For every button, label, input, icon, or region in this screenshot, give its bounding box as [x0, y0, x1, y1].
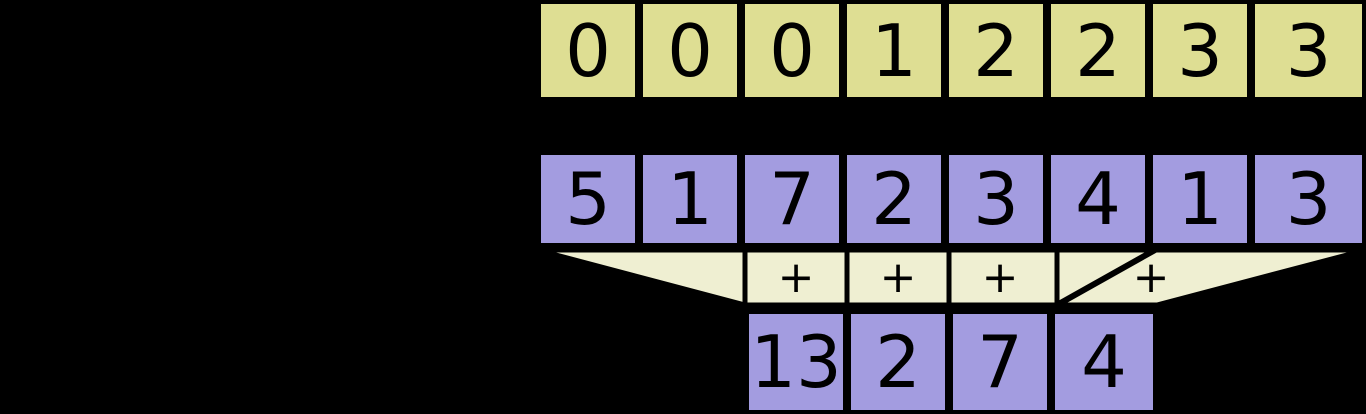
plus-operator-2: + [981, 251, 1019, 303]
flag-cell-6: 3 [1149, 0, 1251, 101]
flag-cell-0: 0 [537, 0, 639, 101]
flag-cell-3: 1 [843, 0, 945, 101]
result-cell-1: 2 [847, 310, 949, 414]
flag-cell-2: 0 [741, 0, 843, 101]
value-cell-0: 5 [537, 151, 639, 247]
value-cell-5: 4 [1047, 151, 1149, 247]
flag-cell-7: 3 [1251, 0, 1366, 101]
plus-operator-0: + [777, 251, 815, 303]
plus-operator-1: + [879, 251, 917, 303]
flag-cell-4: 2 [945, 0, 1047, 101]
result-cell-3: 4 [1051, 310, 1157, 414]
result-cell-0: 13 [745, 310, 847, 414]
value-cell-1: 1 [639, 151, 741, 247]
value-cell-3: 2 [843, 151, 945, 247]
result-cell-2: 7 [949, 310, 1051, 414]
value-cell-7: 3 [1251, 151, 1366, 247]
value-cell-6: 1 [1149, 151, 1251, 247]
value-cell-2: 7 [741, 151, 843, 247]
flag-cell-5: 2 [1047, 0, 1149, 101]
plus-operator-3: + [1132, 251, 1170, 303]
value-cell-4: 3 [945, 151, 1047, 247]
flag-cell-1: 0 [639, 0, 741, 101]
